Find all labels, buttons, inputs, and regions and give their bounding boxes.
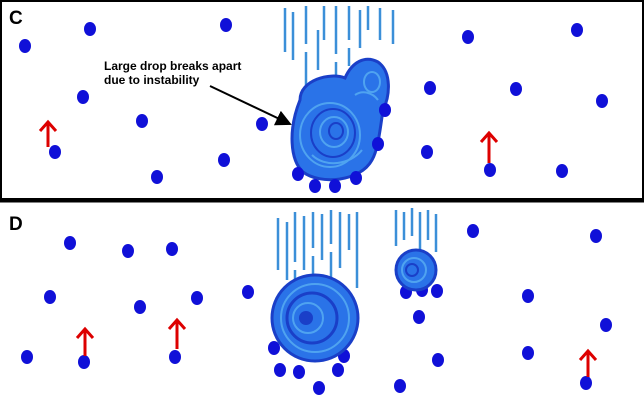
panel-c-label: C (9, 8, 23, 29)
droplet (421, 145, 433, 159)
droplet (220, 18, 232, 32)
annotation-line-2: due to instability (104, 73, 200, 87)
updraft-arrow-icon (479, 130, 499, 163)
droplet (293, 365, 305, 379)
droplet (136, 114, 148, 128)
droplet (166, 242, 178, 256)
panel-d-label: D (9, 214, 23, 235)
updraft-arrows (38, 119, 598, 377)
droplet (600, 318, 612, 332)
updraft-arrow-icon (578, 348, 598, 377)
droplet (84, 22, 96, 36)
droplet (522, 346, 534, 360)
droplet (268, 341, 280, 355)
droplet (169, 350, 181, 364)
droplet (242, 285, 254, 299)
droplet (78, 355, 90, 369)
droplet (484, 163, 496, 177)
droplet (256, 117, 268, 131)
droplet (413, 310, 425, 324)
droplet (394, 379, 406, 393)
annotation-pointer (209, 85, 292, 126)
droplet (19, 39, 31, 53)
droplet (77, 90, 89, 104)
small-drop-d (394, 248, 438, 292)
droplet (510, 82, 522, 96)
droplet (191, 291, 203, 305)
droplet (431, 284, 443, 298)
droplet (467, 224, 479, 238)
droplet (590, 229, 602, 243)
droplet (424, 81, 436, 95)
droplet (122, 244, 134, 258)
large-drop-d (270, 273, 360, 363)
droplet (49, 145, 61, 159)
droplet (313, 381, 325, 395)
droplet (21, 350, 33, 364)
updraft-arrow-icon (167, 317, 187, 349)
droplet (274, 363, 286, 377)
updraft-arrow-icon (75, 326, 95, 356)
droplet (44, 290, 56, 304)
droplet (134, 300, 146, 314)
annotation-line-1: Large drop breaks apart (104, 59, 241, 73)
droplet (556, 164, 568, 178)
shed-droplets-c (292, 103, 391, 193)
droplet (151, 170, 163, 184)
droplet (432, 353, 444, 367)
droplet (571, 23, 583, 37)
small-droplets (19, 18, 612, 395)
droplet (64, 236, 76, 250)
droplet (462, 30, 474, 44)
droplet (596, 94, 608, 108)
droplet (522, 289, 534, 303)
droplet (580, 376, 592, 390)
updraft-arrow-icon (38, 119, 58, 147)
droplet (332, 363, 344, 377)
droplet (218, 153, 230, 167)
